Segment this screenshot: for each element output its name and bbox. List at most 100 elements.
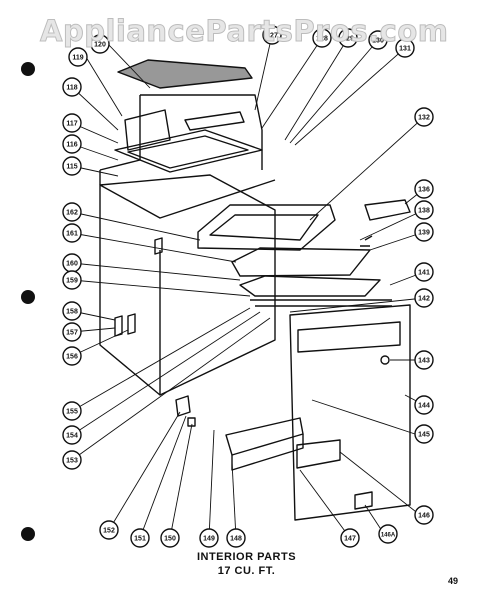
callout-label: 139 — [418, 230, 430, 237]
leader-line — [107, 43, 151, 89]
callout-circle — [414, 179, 434, 199]
leader-line — [339, 451, 421, 516]
callout-label: 138 — [418, 208, 430, 215]
callout-circle — [130, 528, 150, 548]
callout-circle — [262, 25, 282, 45]
mullion-bracket — [154, 237, 163, 255]
shelf-rail — [250, 299, 392, 307]
callout-label: 117 — [66, 121, 77, 128]
callout-circle — [68, 47, 88, 67]
callout-label: 141 — [418, 270, 430, 277]
leader-line — [71, 317, 271, 461]
callout-circle — [62, 202, 82, 222]
side-bracket-left — [114, 315, 123, 337]
callout-label: 128 — [316, 36, 328, 43]
callout-label: 142 — [418, 296, 430, 303]
callout-circle — [62, 322, 82, 342]
door-bin-bottom — [225, 417, 304, 456]
callout-label: 144 — [418, 403, 430, 410]
callout-circle — [62, 270, 82, 290]
callout-circle — [160, 528, 180, 548]
callout-label: 158 — [66, 309, 78, 316]
leader-line — [85, 56, 123, 117]
insulation-panel — [117, 59, 253, 89]
cabinet-side — [99, 95, 141, 185]
top-panel — [114, 129, 263, 173]
control-box — [124, 109, 171, 151]
callout-label: 160 — [66, 261, 78, 268]
leader-line — [139, 415, 187, 539]
callout-label: 146A — [381, 533, 396, 539]
callout-circle — [90, 34, 110, 54]
leader-line — [71, 307, 251, 412]
callout-circle — [395, 38, 415, 58]
callout-circle — [62, 425, 82, 445]
leveling-leg — [187, 417, 196, 427]
leader-line — [284, 37, 349, 141]
callout-label: 153 — [66, 458, 78, 465]
callout-label: 118 — [66, 85, 77, 92]
callout-circle — [414, 350, 434, 370]
page-number: 49 — [448, 576, 459, 586]
callout-circle — [414, 395, 434, 415]
binder-hole-top — [21, 62, 35, 76]
leader-line — [299, 469, 351, 539]
callout-label: 162 — [66, 210, 78, 217]
callout-label: 148 — [230, 536, 242, 543]
callout-label: 130 — [372, 38, 384, 45]
callout-label: 157 — [66, 330, 78, 337]
callout-circle — [414, 288, 434, 308]
callout-circle — [62, 134, 82, 154]
top-panel-inner — [127, 135, 249, 169]
callout-circle — [199, 528, 219, 548]
callout-circle — [62, 301, 82, 321]
door-stop — [380, 355, 390, 365]
callout-label: 136 — [418, 187, 430, 194]
callout-label: 150 — [164, 536, 176, 543]
callout-circle — [312, 28, 332, 48]
callout-label: 149 — [203, 536, 215, 543]
small-clip — [354, 491, 373, 510]
leader-line — [311, 399, 416, 435]
leader-line — [208, 429, 215, 539]
callout-circle — [338, 28, 358, 48]
callout-circle — [62, 450, 82, 470]
callout-label: 147 — [344, 536, 356, 543]
cabinet-top-edge — [99, 179, 276, 219]
leader-line — [71, 279, 251, 297]
callout-circle — [414, 262, 434, 282]
callout-circle — [62, 401, 82, 421]
callout-label: 127 — [266, 33, 278, 40]
callout-circle — [99, 520, 119, 540]
fastener-right — [360, 235, 373, 247]
leader-line — [71, 211, 201, 241]
callout-circle — [414, 222, 434, 242]
callout-label: 146 — [418, 513, 430, 520]
callout-circle — [414, 107, 434, 127]
leader-line — [359, 209, 425, 241]
leader-line — [294, 47, 406, 146]
callout-label: 116 — [66, 142, 77, 149]
leader-line — [71, 262, 241, 281]
leader-line — [71, 232, 237, 263]
binder-hole-middle — [21, 290, 35, 304]
callout-label: 161 — [66, 231, 78, 238]
binder-hole-bottom — [21, 527, 35, 541]
callout-label: 145 — [418, 432, 430, 439]
top-rear-bracket — [184, 111, 245, 131]
callout-circle — [368, 30, 388, 50]
shelf-tray-inner — [209, 214, 319, 241]
leader-line — [231, 461, 237, 539]
leader-line — [71, 311, 261, 436]
callout-circle — [62, 156, 82, 176]
shelf-tray — [197, 204, 336, 251]
side-bracket-right — [127, 313, 136, 335]
leader-line — [169, 423, 193, 539]
callout-circle — [378, 524, 398, 544]
cabinet-back — [140, 94, 263, 170]
door-trim — [364, 199, 411, 221]
leader-line — [289, 39, 379, 144]
leader-line — [309, 116, 425, 221]
